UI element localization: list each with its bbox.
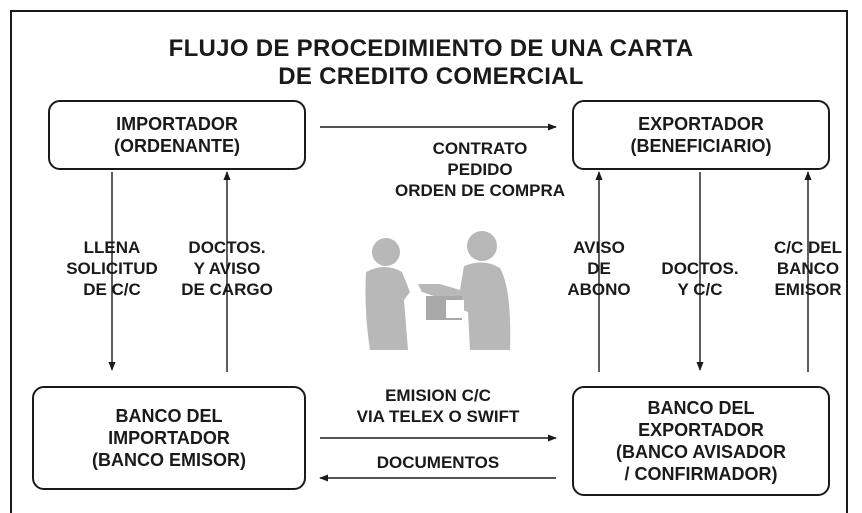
label-contrato-line-2: PEDIDO bbox=[447, 160, 513, 179]
importador-box: IMPORTADOR (ORDENANTE) bbox=[48, 100, 306, 170]
label-doctos-cc: DOCTOS. Y C/C bbox=[650, 258, 750, 300]
label-aviso-abono-line-2: DE bbox=[587, 259, 611, 278]
label-documentos-line-1: DOCUMENTOS bbox=[376, 453, 500, 472]
label-cc-banco-emisor-line-2: BANCO bbox=[776, 259, 840, 278]
exportador-line-2: (BENEFICIARIO) bbox=[630, 136, 772, 156]
handshake-figure-icon bbox=[365, 231, 511, 350]
label-doctos-aviso-cargo-line-2: Y AVISO bbox=[193, 259, 261, 278]
label-emision-line-2: VIA TELEX O SWIFT bbox=[356, 407, 520, 426]
label-llena-solicitud-line-3: DE C/C bbox=[83, 280, 141, 299]
banco-exportador-line-3: (BANCO AVISADOR bbox=[616, 442, 786, 462]
banco-importador-box: BANCO DEL IMPORTADOR (BANCO EMISOR) bbox=[32, 386, 306, 490]
label-doctos-aviso-cargo-line-1: DOCTOS. bbox=[188, 238, 266, 257]
label-doctos-aviso-cargo: DOCTOS. Y AVISO DE CARGO bbox=[172, 237, 282, 300]
banco-exportador-box: BANCO DEL EXPORTADOR (BANCO AVISADOR / C… bbox=[572, 386, 830, 496]
label-llena-solicitud: LLENA SOLICITUD DE C/C bbox=[52, 237, 172, 300]
diagram-title-line-1: FLUJO DE PROCEDIMIENTO DE UNA CARTA bbox=[168, 35, 694, 62]
label-cc-banco-emisor-line-1: C/C DEL bbox=[774, 238, 842, 257]
exportador-line-1: EXPORTADOR bbox=[638, 114, 764, 134]
label-cc-banco-emisor-line-3: EMISOR bbox=[774, 280, 842, 299]
banco-exportador-line-2: EXPORTADOR bbox=[638, 420, 764, 440]
banco-importador-line-3: (BANCO EMISOR) bbox=[92, 450, 246, 470]
label-cc-banco-emisor: C/C DEL BANCO EMISOR bbox=[760, 237, 856, 300]
diagram-frame bbox=[10, 10, 848, 513]
label-contrato-line-3: ORDEN DE COMPRA bbox=[394, 181, 565, 200]
banco-exportador-line-4: / CONFIRMADOR) bbox=[624, 464, 778, 484]
diagram-title-line-2: DE CREDITO COMERCIAL bbox=[278, 63, 584, 90]
label-llena-solicitud-line-1: LLENA bbox=[83, 238, 141, 257]
label-doctos-aviso-cargo-line-3: DE CARGO bbox=[181, 280, 273, 299]
label-emision: EMISION C/C VIA TELEX O SWIFT bbox=[338, 385, 538, 427]
banco-exportador-line-1: BANCO DEL bbox=[647, 398, 755, 418]
exportador-box: EXPORTADOR (BENEFICIARIO) bbox=[572, 100, 830, 170]
label-aviso-abono-line-1: AVISO bbox=[573, 238, 625, 257]
banco-importador-line-1: BANCO DEL bbox=[115, 406, 223, 426]
label-documentos: DOCUMENTOS bbox=[338, 452, 538, 473]
label-emision-line-1: EMISION C/C bbox=[385, 386, 491, 405]
label-doctos-cc-line-1: DOCTOS. bbox=[661, 259, 739, 278]
label-aviso-abono-line-3: ABONO bbox=[567, 280, 631, 299]
label-contrato: CONTRATO PEDIDO ORDEN DE COMPRA bbox=[380, 138, 580, 201]
label-contrato-line-1: CONTRATO bbox=[432, 139, 528, 158]
label-llena-solicitud-line-2: SOLICITUD bbox=[66, 259, 158, 278]
label-doctos-cc-line-2: Y C/C bbox=[677, 280, 723, 299]
banco-importador-line-2: IMPORTADOR bbox=[108, 428, 230, 448]
label-aviso-abono: AVISO DE ABONO bbox=[556, 237, 642, 300]
importador-line-2: (ORDENANTE) bbox=[114, 136, 240, 156]
importador-line-1: IMPORTADOR bbox=[116, 114, 238, 134]
